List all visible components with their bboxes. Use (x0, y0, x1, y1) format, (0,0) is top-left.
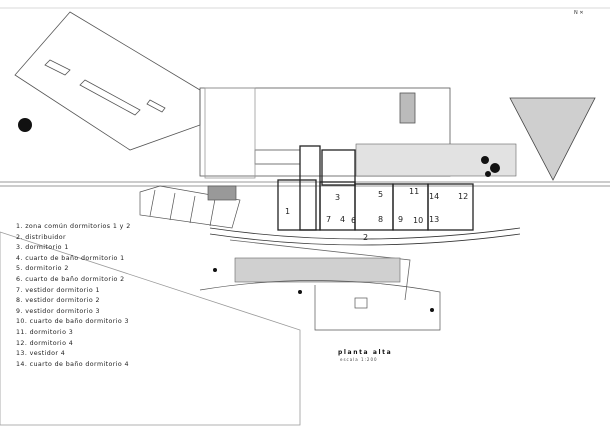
legend-item: 2. distribuidor (16, 233, 67, 241)
room-5-label: 5 (378, 190, 383, 199)
legend-item: 6. cuarto de baño dormitorio 2 (16, 275, 125, 283)
room-1-label: 1 (285, 207, 290, 216)
room-10-label: 10 (413, 216, 423, 225)
legend-item: 14. cuarto de baño dormitorio 4 (16, 360, 129, 368)
room-13-label: 13 (429, 215, 439, 224)
north-label: N (574, 10, 578, 16)
legend-item: 8. vestidor dormitorio 2 (16, 297, 100, 305)
room-3-label: 3 (335, 193, 340, 202)
legend-item: 13. vestidor 4 (16, 350, 66, 358)
legend-item: 1. zona común dormitorios 1 y 2 (16, 223, 131, 230)
north-arrow-icon: N ✕ (574, 10, 584, 16)
legend-item: 11. dormitorio 3 (16, 328, 74, 336)
plan-title: planta alta (338, 349, 393, 356)
legend-item: 3. dormitorio 1 (16, 244, 69, 252)
legend-item: 4. cuarto de baño dormitorio 1 (16, 254, 125, 262)
legend-item: 10. cuarto de baño dormitorio 3 (16, 318, 129, 326)
room-12-label: 12 (458, 192, 468, 201)
legend-item: 7. vestidor dormitorio 1 (16, 286, 100, 294)
room-numbers: 1 2 3 4 5 6 7 8 9 10 11 12 13 14 (285, 187, 468, 242)
legend-item: 12. dormitorio 4 (16, 339, 74, 347)
room-11-label: 11 (409, 187, 419, 196)
legend-item: 9. vestidor dormitorio 3 (16, 307, 100, 315)
room-9-label: 9 (398, 215, 403, 224)
room-7-label: 7 (326, 215, 331, 224)
room-8-label: 8 (378, 215, 383, 224)
room-6-label: 6 (351, 216, 356, 225)
room-4-label: 4 (340, 215, 345, 224)
room-2-label: 2 (363, 233, 368, 242)
room-14-label: 14 (429, 192, 439, 201)
legend-item: 5. dormitorio 2 (16, 265, 69, 273)
plan-scale: escala 1:200 (340, 357, 378, 362)
legend: 1. zona común dormitorios 1 y 2 2. distr… (16, 222, 131, 370)
